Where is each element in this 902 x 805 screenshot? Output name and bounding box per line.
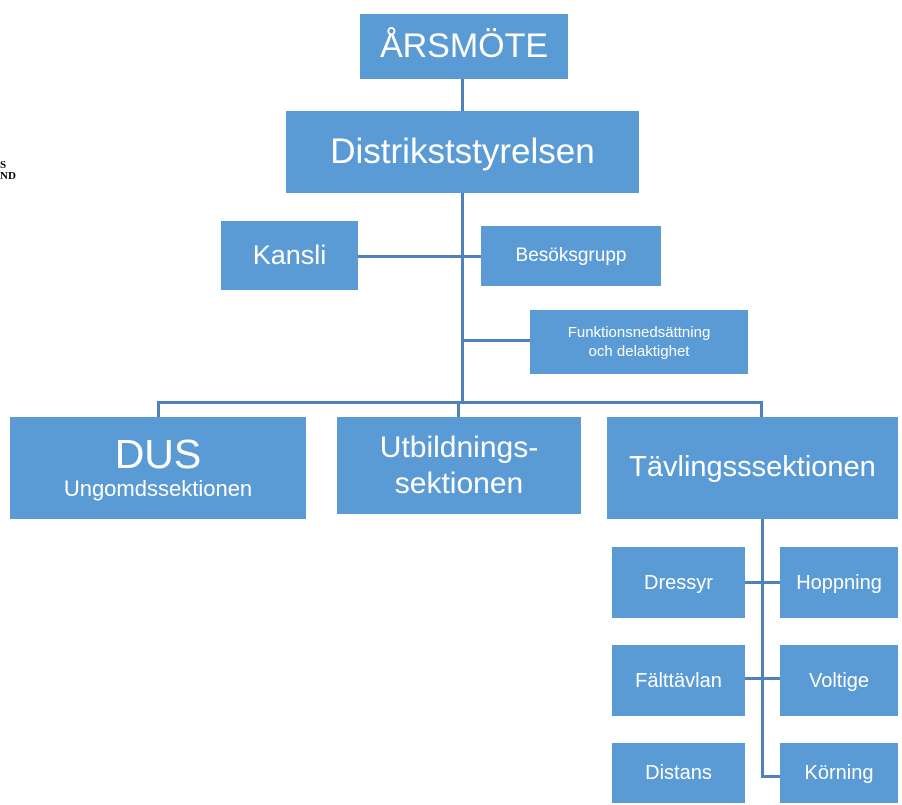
node-tavling: Tävlingsssektionen (607, 417, 898, 519)
connector-distans-korning (761, 775, 780, 778)
connector-drop-tavling (760, 401, 763, 417)
node-distrikt-label: Distrikststyrelsen (330, 131, 595, 171)
node-utb-line1: Utbildnings- (379, 430, 539, 464)
node-dressyr-label: Dressyr (644, 571, 713, 594)
node-arsmote-label: ÅRSMÖTE (379, 26, 549, 65)
node-funk-line1: Funktionsnedsättning (567, 323, 711, 341)
connector-main-trunk (461, 193, 464, 403)
connector-tavling-trunk (761, 519, 764, 777)
node-falttavlan: Fälttävlan (612, 645, 745, 716)
node-besoksgrupp-label: Besöksgrupp (515, 244, 627, 266)
node-hoppning: Hoppning (780, 547, 898, 618)
node-funktionsnedsattning: Funktionsnedsättning och delaktighet (530, 310, 748, 374)
node-kansli-label: Kansli (252, 239, 327, 270)
node-distans: Distans (612, 743, 745, 803)
connector-dressyr-hoppning (745, 581, 780, 584)
node-distans-label: Distans (645, 762, 712, 784)
node-voltige: Voltige (780, 645, 898, 716)
node-distrikt: Distrikststyrelsen (286, 111, 639, 193)
node-utbildning: Utbildnings- sektionen (337, 417, 581, 514)
connector-drop-dus (157, 401, 160, 417)
node-funk-line2: och delaktighet (588, 343, 690, 360)
node-dus-sub: Ungomdssektionen (63, 476, 253, 502)
node-voltige-label: Voltige (808, 669, 870, 692)
node-hoppning-label: Hoppning (796, 571, 882, 594)
connector-drop-utb (457, 401, 460, 417)
node-tavling-label: Tävlingsssektionen (629, 451, 876, 484)
logo-line-1: S (0, 159, 7, 171)
logo-line-2: ND (0, 170, 16, 182)
node-besoksgrupp: Besöksgrupp (481, 226, 661, 286)
connector-horizontal-bar (157, 401, 763, 404)
node-dus: DUS Ungomdssektionen (10, 417, 306, 519)
node-dus-label: DUS (114, 431, 202, 478)
node-falttavlan-label: Fälttävlan (635, 669, 722, 692)
logo-fragment: S ND (0, 160, 16, 182)
node-dressyr: Dressyr (612, 547, 745, 618)
connector-besok (461, 255, 481, 258)
connector-kansli (358, 255, 464, 258)
connector-funk (461, 339, 530, 342)
node-kansli: Kansli (221, 221, 358, 290)
connector-falt-voltige (745, 677, 780, 680)
node-korning: Körning (780, 743, 898, 803)
connector-arsmote-distrikt (461, 79, 464, 111)
node-utb-line2: sektionen (394, 466, 524, 500)
node-arsmote: ÅRSMÖTE (360, 14, 568, 79)
node-korning-label: Körning (804, 762, 874, 784)
